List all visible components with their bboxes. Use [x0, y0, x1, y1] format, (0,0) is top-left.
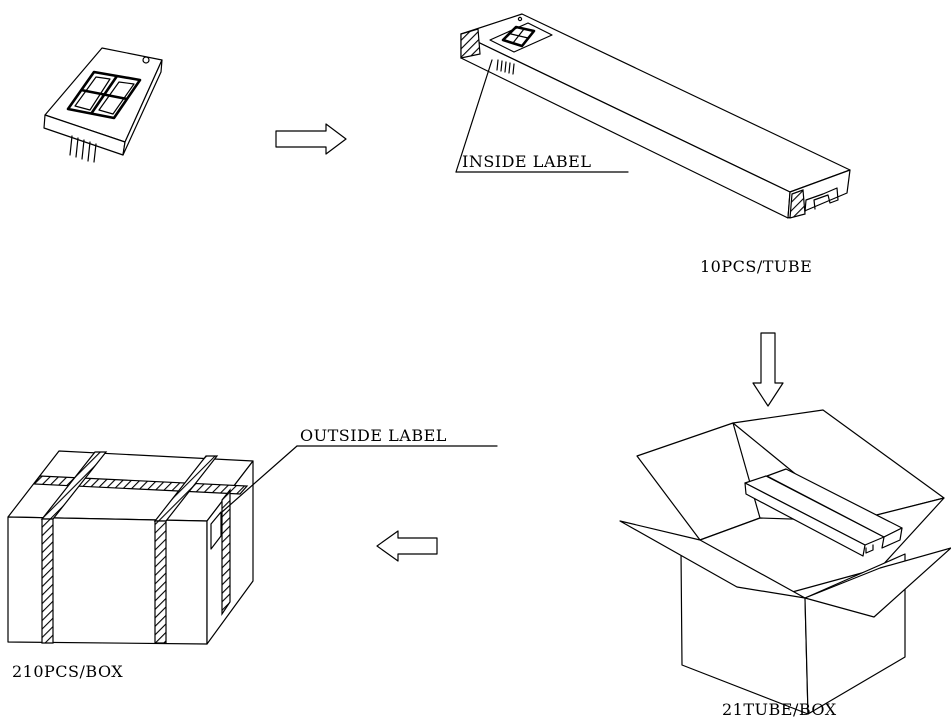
packing-tube-icon — [455, 13, 851, 219]
arrow-right-icon — [275, 123, 347, 155]
arrow-left-icon — [376, 530, 438, 562]
seven-segment-display-icon — [43, 47, 163, 163]
tube-per-box-label: 21TUBE/BOX — [722, 700, 837, 719]
inside-label: INSIDE LABEL — [462, 152, 591, 171]
pcs-per-tube-label: 10PCS/TUBE — [700, 257, 812, 276]
sealed-carton-icon — [7, 445, 498, 645]
arrow-down-icon — [752, 332, 784, 407]
outside-label: OUTSIDE LABEL — [300, 426, 447, 445]
open-carton-icon — [619, 409, 951, 715]
pcs-per-box-label: 210PCS/BOX — [12, 662, 123, 681]
